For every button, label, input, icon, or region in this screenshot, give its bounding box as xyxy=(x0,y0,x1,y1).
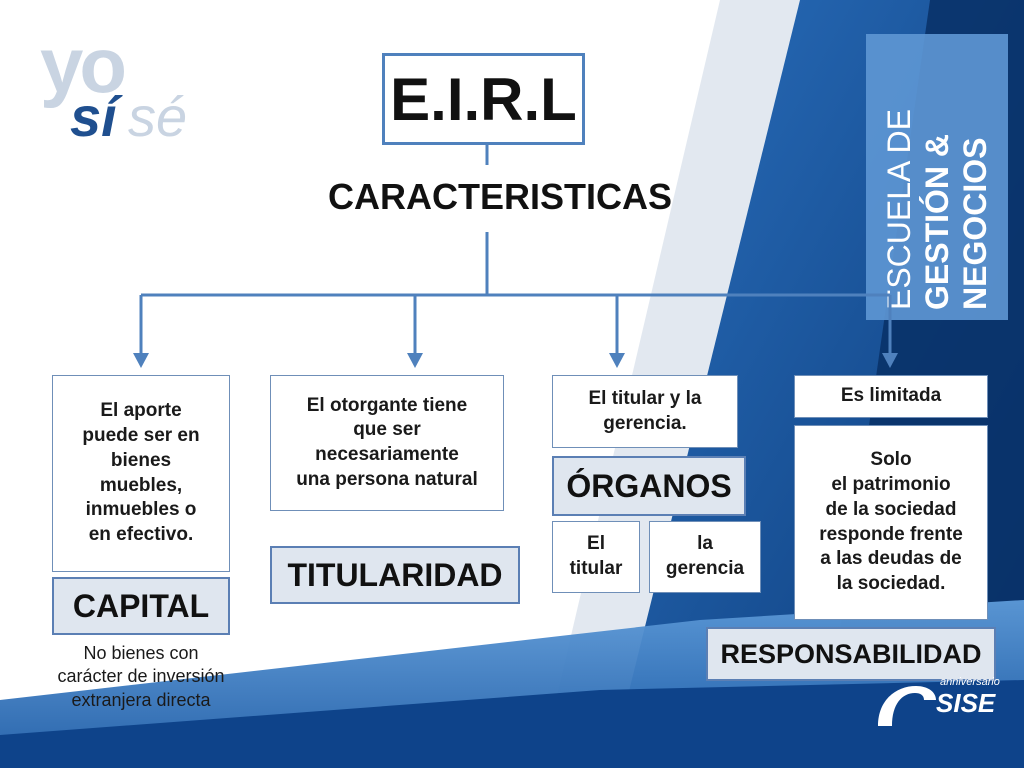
sise-brand: anniversario SISE xyxy=(870,676,1010,736)
arrow-branch-4 xyxy=(882,353,898,368)
diagram-subtitle: CARACTERISTICAS xyxy=(300,176,700,226)
organos-label: ÓRGANOS xyxy=(552,456,746,516)
organos-description-box: El titular y la gerencia. xyxy=(552,375,738,448)
diagram-title: E.I.R.L xyxy=(382,53,585,145)
organos-sub-item-titular-text: El titular xyxy=(569,533,623,579)
sise-tag: anniversario xyxy=(940,676,1000,688)
arrow-branch-3 xyxy=(609,353,625,368)
organos-label-text: ÓRGANOS xyxy=(566,467,732,504)
logo-si: sí xyxy=(70,85,117,148)
arrow-branch-2 xyxy=(407,353,423,368)
sise-swoosh-icon xyxy=(878,686,936,726)
responsabilidad-label-text: RESPONSABILIDAD xyxy=(720,638,982,669)
capital-description-box: El aporte puede ser en bienes muebles, i… xyxy=(52,375,230,572)
titularidad-description-box: El otorgante tiene que ser necesariament… xyxy=(270,375,504,511)
capital-note: No bienes con carácter de inversión extr… xyxy=(30,642,252,722)
diagram-subtitle-text: CARACTERISTICAS xyxy=(327,176,672,217)
responsabilidad-description: Es limitada xyxy=(840,385,942,407)
titularidad-label-text: TITULARIDAD xyxy=(287,556,503,593)
capital-label-text: CAPITAL xyxy=(72,587,210,624)
yosise-logo: yo sí sé xyxy=(36,21,196,156)
organos-description: El titular y la gerencia. xyxy=(588,387,702,434)
logo-se: sé xyxy=(128,85,188,148)
logo-yo: yo xyxy=(40,21,127,109)
organos-sub-item-gerencia: la gerencia xyxy=(649,521,761,593)
sise-name: SISE xyxy=(936,688,996,718)
diagram-title-text: E.I.R.L xyxy=(390,65,577,133)
capital-note-text: No bienes con carácter de inversión extr… xyxy=(57,643,225,710)
responsabilidad-detail: Solo el patrimonio de la sociedad respon… xyxy=(819,449,963,594)
capital-label: CAPITAL xyxy=(52,577,230,635)
responsabilidad-description-box: Es limitada xyxy=(794,375,988,418)
organos-sub-item-titular: El titular xyxy=(552,521,640,593)
responsabilidad-detail-box: Solo el patrimonio de la sociedad respon… xyxy=(794,425,988,620)
responsabilidad-label: RESPONSABILIDAD xyxy=(706,627,996,681)
titularidad-label: TITULARIDAD xyxy=(270,546,520,604)
arrow-branch-1 xyxy=(133,353,149,368)
capital-description: El aporte puede ser en bienes muebles, i… xyxy=(82,400,200,545)
titularidad-description: El otorgante tiene que ser necesariament… xyxy=(296,394,478,490)
organos-sub-item-gerencia-text: la gerencia xyxy=(665,533,745,579)
